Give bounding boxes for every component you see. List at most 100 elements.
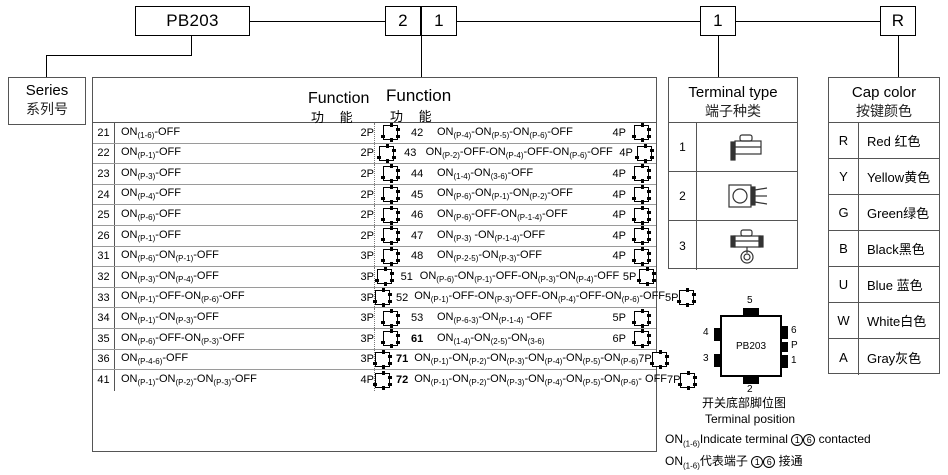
function-row-pin-icon-right: [636, 267, 656, 287]
function-title-en-2: Function: [386, 86, 452, 105]
function-row-poles: 4P: [612, 229, 626, 242]
code-box-cap-color[interactable]: R: [880, 6, 916, 36]
function-cell-right: 43 ON(P-2)-OFF-ON(P-4)-OFF-ON(P-6)-OFF 4P: [375, 143, 656, 164]
pin-diagram-icon: [380, 308, 400, 328]
function-row-description: ON(P-3)-ON(P-4)-OFF: [121, 269, 219, 285]
panel-series: Series 系列号: [8, 77, 86, 125]
function-row-number: 53: [411, 312, 424, 325]
pin-diagram-icon: [380, 329, 400, 349]
pad-label-right-upper: 6: [791, 325, 797, 336]
function-row-description: ON(P-6-3)-ON(P-1-4) -OFF: [437, 311, 553, 326]
code-box-function-digit-1[interactable]: 2: [385, 6, 421, 36]
function-row-number: 43: [404, 147, 417, 160]
terminal-type-code: 2: [669, 172, 697, 220]
function-row-poles: 2P: [360, 167, 374, 180]
function-row-number: 24: [93, 184, 115, 205]
function-row-pin-icon-right: [649, 349, 669, 369]
cap-title-en: Cap color: [851, 84, 917, 101]
terminal-type-code: 3: [669, 221, 697, 270]
function-row-pin-icon-right: [626, 123, 656, 143]
pin-diagram-icon: [373, 349, 392, 369]
pin-diagram-icon: [380, 205, 400, 225]
function-row-poles: 2P: [360, 229, 374, 242]
function-row-poles: 2P: [360, 126, 374, 139]
cap-color-row[interactable]: A Gray灰色: [829, 339, 939, 375]
terminal-type-row[interactable]: 3: [669, 221, 797, 270]
cap-color-row[interactable]: W White白色: [829, 303, 939, 339]
cap-color-code: A: [829, 339, 859, 375]
function-row-description: ON(P-1)-ON(P-3)-OFF: [121, 311, 219, 326]
function-row-poles: 3P: [360, 332, 374, 345]
function-row-description: ON(P-4-6)-OFF: [121, 352, 189, 367]
cap-title-cn: 按键颜色: [856, 103, 912, 119]
cap-color-code: B: [829, 231, 859, 266]
function-row-number: 33: [93, 287, 115, 308]
pin-diagram-icon: [631, 308, 651, 328]
pad-right-upper: [780, 326, 788, 339]
pin-diagram-icon: [380, 246, 400, 266]
function-row-poles: 6P: [612, 332, 626, 345]
function-row-poles: 5P: [665, 291, 679, 304]
cap-color-name: White白色: [867, 314, 927, 329]
pin-diagram-icon: [380, 185, 400, 205]
pad-label-left-upper: 4: [703, 327, 709, 338]
pin-diagram-icon: [375, 267, 395, 287]
function-row-pin-icon-right: [633, 143, 656, 163]
cap-color-name: Gray灰色: [867, 350, 922, 366]
function-row-pin-icon-left: [375, 308, 405, 328]
code-box-series[interactable]: PB203: [135, 6, 250, 36]
function-row-poles: 4P: [619, 147, 633, 160]
terminal-type-row[interactable]: 2: [669, 172, 797, 221]
function-row-description: ON(P-1)-OFF-ON(P-3)-OFF-ON(P-4)-OFF-ON(P…: [414, 290, 666, 305]
pad-right-mid: [780, 342, 788, 352]
function-row-number: 42: [411, 126, 424, 139]
connector-series-left: [46, 55, 192, 56]
code-box-function-digit-2[interactable]: 1: [421, 6, 457, 36]
pin-diagram-icon: [636, 267, 656, 287]
function-row-poles: 2P: [360, 147, 374, 160]
function-row-poles: 4P: [360, 374, 374, 387]
pin-diagram-label: PB203: [735, 340, 767, 352]
function-row-number: 41: [93, 370, 115, 391]
function-row-number: 22: [93, 143, 115, 164]
function-row-poles: 5P: [612, 312, 626, 325]
code-box-terminal-type[interactable]: 1: [700, 6, 736, 36]
pin-diagram-icon: [631, 329, 651, 349]
note-cn-prefix: ON: [665, 454, 683, 468]
terminal-type-row[interactable]: 1: [669, 123, 797, 172]
connector-terminal-down: [718, 36, 719, 77]
function-row-description: ON(P-2)-OFF-ON(P-4)-OFF-ON(P-6)-OFF: [425, 146, 613, 161]
pin-diagram-icon: [373, 370, 392, 390]
cap-color-code: W: [829, 303, 859, 338]
function-row-number: 47: [411, 229, 424, 242]
pin-diagram-body: PB203: [720, 315, 782, 377]
function-row-pin-icon-left: [375, 246, 405, 266]
